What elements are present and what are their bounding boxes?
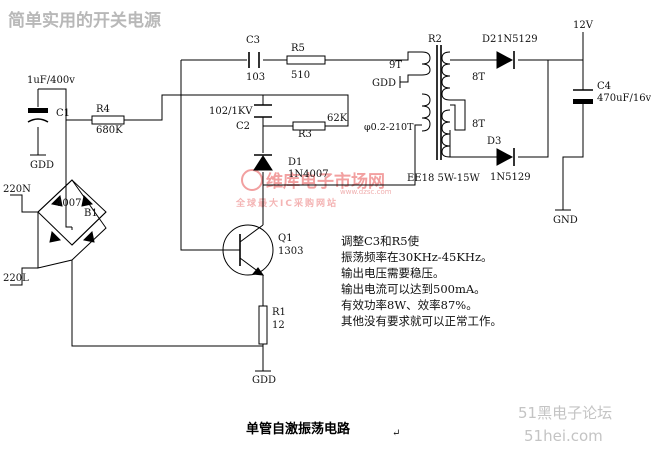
resistor-r3: R3 62K bbox=[292, 113, 348, 140]
caption-return-mark: ↵ bbox=[392, 428, 400, 439]
wire-secondary bbox=[449, 59, 584, 210]
c4-label: C4 bbox=[597, 81, 611, 92]
wire-snubber bbox=[262, 124, 422, 186]
resistor-r4: R4 680K bbox=[91, 104, 125, 136]
watermark-url: www.dzsc.com bbox=[340, 188, 392, 196]
diode-d1: D1 1N4007 bbox=[253, 154, 329, 180]
capacitor-c3: C3 103 bbox=[246, 35, 265, 83]
q1-label: Q1 bbox=[278, 233, 293, 244]
gnd-c1-label: GDD bbox=[30, 160, 54, 171]
design-notes: 调整C3和R5使 振荡频率在30KHz-45KHz。 输出电压需要稳压。 输出电… bbox=[341, 234, 502, 328]
c1-label: C1 bbox=[56, 108, 70, 119]
q1-value: 1303 bbox=[278, 246, 303, 257]
wire-base bbox=[180, 60, 222, 251]
capacitor-c4: C4 470uF/16v bbox=[573, 81, 651, 104]
wire-220l bbox=[10, 267, 38, 286]
fb-turns-label: 9T bbox=[389, 60, 402, 71]
d3-value: 1N5129 bbox=[490, 172, 531, 183]
watermark-logo: 维库电子市场网 www.dzsc.com 全球最大IC采购网站 bbox=[235, 169, 392, 209]
watermark-logo-icon bbox=[241, 169, 263, 191]
bridge-value: 4007 bbox=[56, 198, 81, 209]
c3-label: C3 bbox=[246, 35, 260, 46]
c2-label: C2 bbox=[236, 121, 250, 132]
r1-label: R1 bbox=[272, 307, 286, 318]
wire-spec-label: φ0.2-210T bbox=[364, 122, 414, 133]
note-line-1: 调整C3和R5使 bbox=[341, 234, 420, 248]
site-watermark-cn: 51黑电子论坛 bbox=[518, 404, 612, 422]
transformer-r2: R2 9T GDD φ0.2-210T EE18 5W-15W 8T 8T bbox=[364, 34, 485, 184]
note-line-3: 输出电压需要稳压。 bbox=[341, 266, 445, 280]
watermark-slogan: 全球最大IC采购网站 bbox=[235, 197, 338, 209]
r3-value: 62K bbox=[327, 113, 348, 124]
gnd-out-label: GND bbox=[553, 215, 578, 226]
r5-label: R5 bbox=[291, 43, 305, 54]
resistor-r5: R5 510 bbox=[286, 43, 326, 81]
note-line-6: 其他没有要求就可以正常工作。 bbox=[341, 314, 502, 328]
note-line-2: 振荡频率在30KHz-45KHz。 bbox=[341, 250, 493, 264]
gnd-fb-label: GDD bbox=[372, 78, 396, 89]
d3-label: D3 bbox=[487, 136, 501, 147]
bridge-rectifier-b1: 4007 B1 bbox=[37, 179, 107, 269]
wire-fb-gnd bbox=[400, 74, 422, 83]
site-watermark-url: 51hei.com bbox=[524, 427, 603, 445]
c1-value: 1uF/400v bbox=[27, 75, 75, 86]
c4-value: 470uF/16v bbox=[597, 93, 651, 104]
vout-label: 12V bbox=[573, 20, 594, 31]
r1-value: 12 bbox=[272, 320, 285, 331]
r2-label: R2 bbox=[428, 34, 442, 45]
c3-value: 103 bbox=[246, 72, 265, 83]
sec-turns-bottom-label: 8T bbox=[472, 119, 485, 130]
diode-d3: D3 1N5129 bbox=[487, 136, 531, 183]
capacitor-c1: 1uF/400v C1 GDD bbox=[27, 75, 75, 171]
r4-value: 680K bbox=[96, 125, 123, 136]
d1-value: 1N4007 bbox=[288, 169, 329, 180]
transistor-q1: Q1 1303 bbox=[222, 212, 303, 285]
sec-turns-top-label: 8T bbox=[472, 72, 485, 83]
diode-d2: D2 1N5129 bbox=[482, 34, 538, 69]
wire-top-rail bbox=[181, 51, 422, 61]
r5-value: 510 bbox=[291, 70, 310, 81]
wire-left-bus bbox=[37, 88, 72, 228]
figure-caption: 单管自激振荡电路 bbox=[246, 421, 351, 437]
resistor-r1: R1 12 GDD bbox=[252, 305, 286, 386]
gnd-r1-label: GDD bbox=[252, 375, 276, 386]
core-label: EE18 5W-15W bbox=[407, 173, 481, 184]
wire-return bbox=[71, 227, 263, 347]
d2-label: D2 bbox=[482, 34, 496, 45]
capacitor-c2: 102/1KV C2 bbox=[209, 104, 272, 132]
ac-in-l-label: 220L bbox=[3, 273, 29, 284]
d2-value: 1N5129 bbox=[497, 34, 538, 45]
c2-value: 102/1KV bbox=[209, 106, 253, 117]
wire-r4-link bbox=[66, 94, 349, 121]
watermark-logo-text: 维库电子市场网 bbox=[266, 171, 385, 192]
note-line-4: 输出电流可以达到500mA。 bbox=[341, 282, 486, 296]
page-title: 简单实用的开关电源 bbox=[8, 10, 161, 31]
bridge-label: B1 bbox=[84, 208, 98, 219]
d1-label: D1 bbox=[288, 157, 302, 168]
ac-in-n-label: 220N bbox=[3, 184, 31, 195]
r3-label: R3 bbox=[298, 129, 312, 140]
wire-220n bbox=[10, 194, 38, 213]
note-line-5: 有效功率8W、效率87%。 bbox=[341, 298, 478, 312]
r4-label: R4 bbox=[96, 104, 110, 115]
